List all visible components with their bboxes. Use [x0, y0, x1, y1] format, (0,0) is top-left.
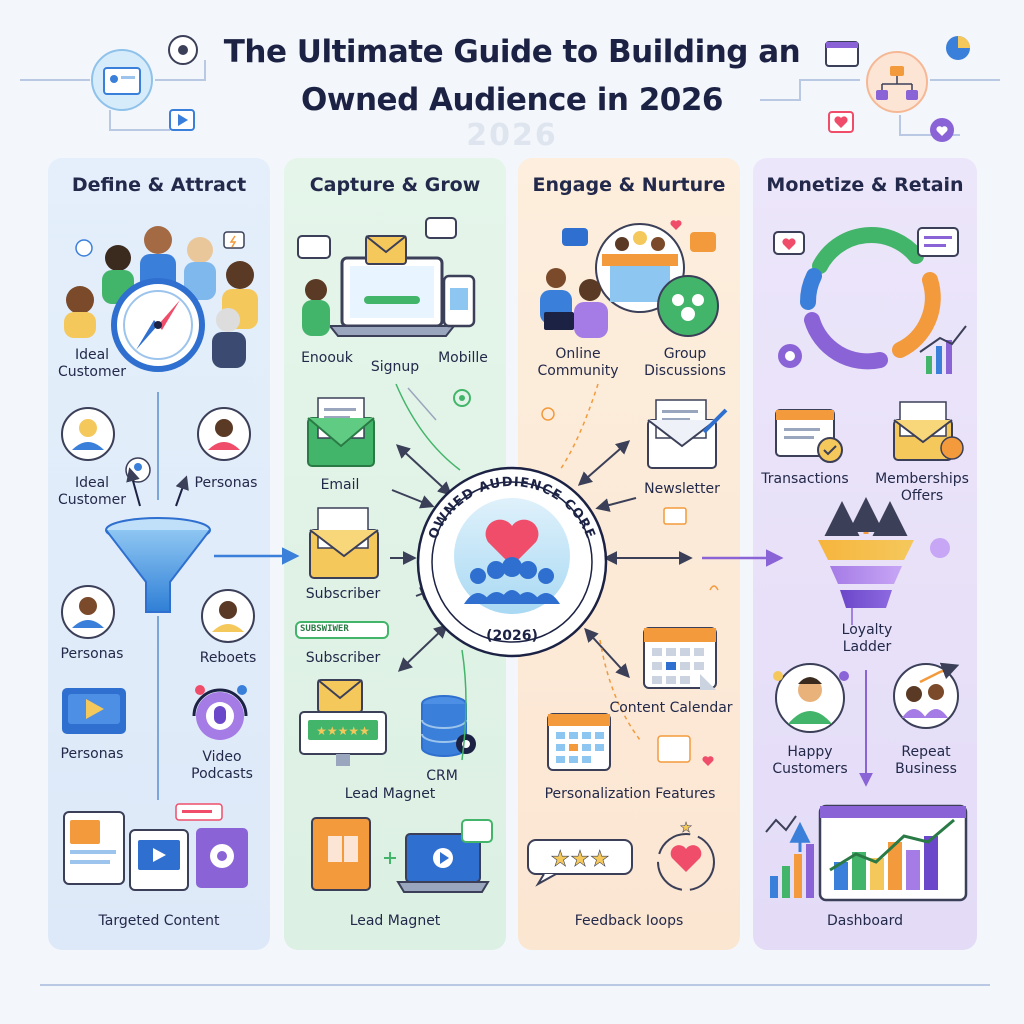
podcast-headphones-icon [192, 685, 248, 740]
label-email: Email [320, 477, 360, 493]
label-content-calendar: Content Calendar [609, 700, 733, 716]
browser-window-icon [825, 41, 859, 67]
video-player-icon [62, 688, 126, 734]
label-online-community: Online Community [537, 346, 619, 379]
heading-capture-grow: Capture & Grow [309, 174, 481, 196]
top-left-profile-icon [91, 49, 153, 111]
svg-text:★★★★★: ★★★★★ [316, 724, 370, 738]
retention-cycle-details [773, 227, 967, 374]
heading-monetize-retain: Monetize & Retain [766, 174, 964, 196]
heading-engage-nurture: Engage & Nurture [532, 174, 726, 196]
transactions-icon [775, 409, 843, 463]
lead-magnet-laptop-video-icon [396, 819, 493, 893]
core-connector-arrows [391, 383, 784, 761]
label-transactions: Transactions [761, 471, 849, 487]
personalization-calendar-icon [547, 713, 714, 771]
pie-chart-icon [946, 36, 970, 60]
label-subscriber-2: Subscriber [305, 650, 381, 666]
label-loyalty-ladder: Loyalty Ladder [841, 622, 893, 655]
label-group-discussions: Group Discussions [644, 346, 726, 379]
funnel-icon [105, 392, 300, 800]
review-monitor-icon: ★★★★★ [299, 679, 387, 766]
svg-text:★★★: ★★★ [550, 847, 609, 872]
label-subscriber: Subscriber [305, 586, 381, 602]
loyalty-ladder-funnel [818, 497, 950, 625]
dashboard-chart-icon [765, 804, 968, 902]
label-video-podcasts: Video Podcasts [191, 749, 253, 782]
lead-magnet-book-icon [311, 817, 396, 891]
podcast-mic-icon [168, 35, 198, 65]
label-mobille: Mobille [438, 350, 488, 366]
retention-cycle-icon [799, 227, 941, 370]
label-dashboard: Dashboard [827, 913, 903, 929]
persona-avatars [61, 407, 255, 643]
subscriber-input-field [295, 621, 389, 639]
label-enoouk: Enoouk [301, 350, 353, 366]
heading-define-attract: Define & Attract [71, 174, 247, 196]
label-targeted-content: Targeted Content [98, 913, 220, 929]
org-chart-icon [866, 51, 928, 113]
subscriber-field-text: SUBSWIWER [300, 624, 349, 634]
feedback-stars-icon: ★★★ ★ [527, 820, 715, 891]
title-line-1: The Ultimate Guide to Building an [223, 34, 801, 70]
label-memberships-offers: Memberships Offers [875, 471, 969, 504]
label-personas-2: Personas [60, 646, 124, 662]
label-personas-3: Personas [60, 746, 124, 762]
happy-customer-avatars [773, 662, 960, 787]
memberships-envelope-icon [893, 401, 964, 461]
label-newsletter: Newsletter [644, 481, 720, 497]
label-crm: CRM [426, 768, 458, 784]
label-feedback-loops: Feedback Ioops [574, 913, 684, 929]
svg-text:★: ★ [680, 820, 693, 836]
label-repeat-business: Repeat Business [895, 744, 957, 777]
newsletter-envelope-icon [647, 399, 728, 525]
svg-text:OWNED AUDIENCE CORE: OWNED AUDIENCE CORE [426, 475, 598, 542]
heart-badge-icon [828, 111, 954, 142]
decorative-circuit-lines [20, 60, 1000, 986]
subscriber-envelope-icon [309, 507, 417, 579]
owned-audience-core-badge [416, 466, 608, 658]
label-personalization-features: Personalization Features [544, 786, 716, 802]
laptop-signup-illustration [297, 217, 476, 337]
label-lead-magnet-2: Lead Magnet [349, 913, 441, 929]
label-signup: Signup [370, 359, 420, 375]
year-watermark: 2026 [466, 118, 558, 153]
label-personas: Personas [194, 475, 258, 491]
play-button-icon [169, 109, 195, 131]
email-envelope-icon [307, 387, 471, 467]
online-community-illustration [540, 220, 719, 421]
content-calendar-icon [643, 585, 719, 690]
title-line-2: Owned Audience in 2026 [300, 82, 724, 118]
core-year: (2026) [486, 628, 538, 644]
core-ring-text: OWNED AUDIENCE CORE [426, 475, 597, 542]
targeted-content-cards [63, 803, 248, 891]
label-happy-customers: Happy Customers [772, 744, 848, 777]
label-lead-magnet: Lead Magnet [344, 786, 436, 802]
label-reboets: Reboets [199, 650, 257, 666]
label-ideal-customer-2: Ideal Customer [57, 475, 126, 508]
label-ideal-customer: Ideal Customer [57, 347, 126, 380]
audience-group-compass-illustration [64, 226, 258, 372]
